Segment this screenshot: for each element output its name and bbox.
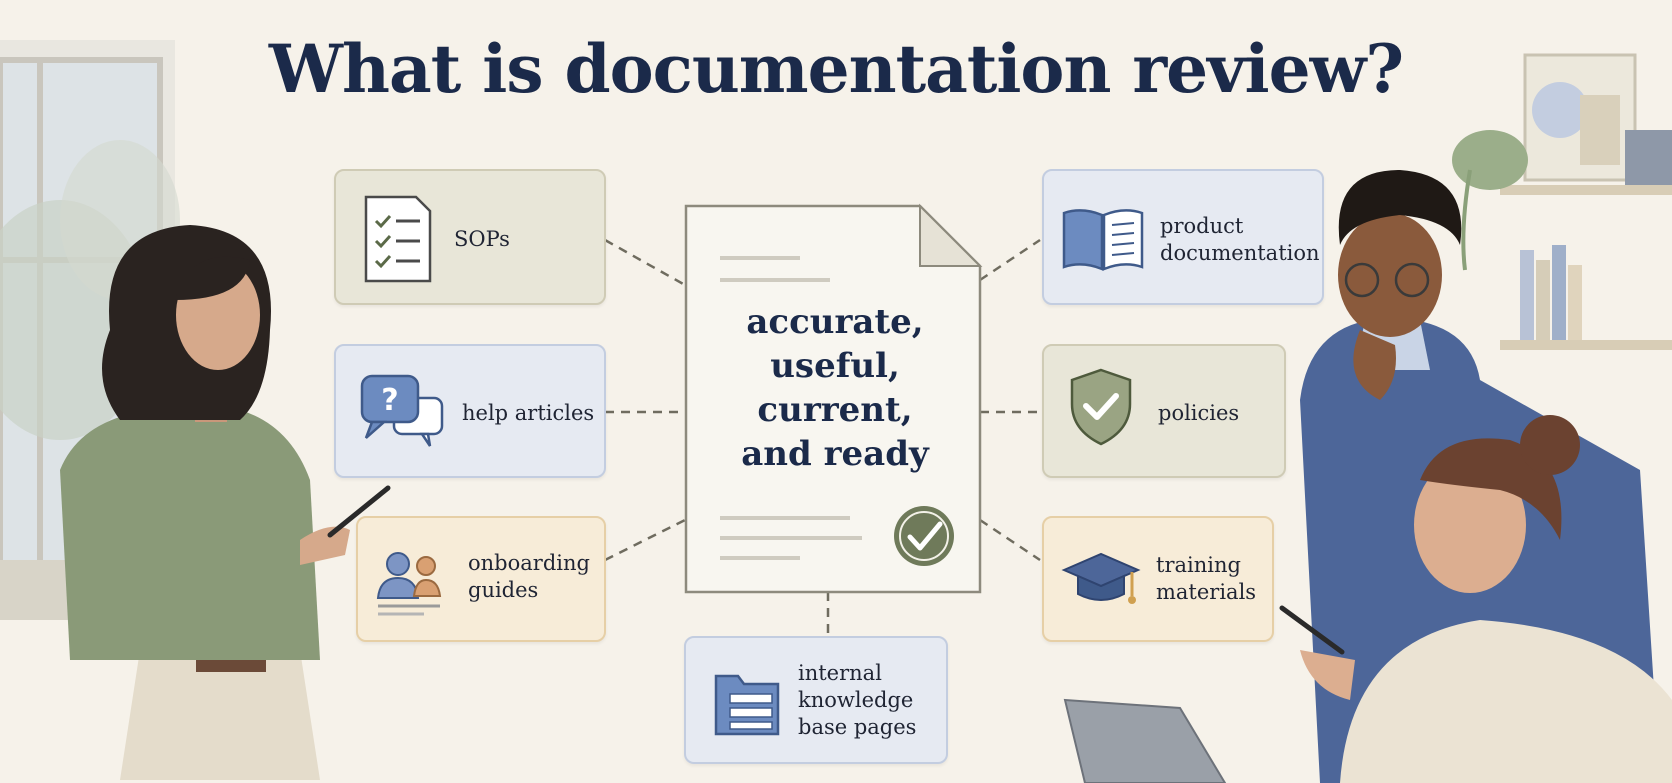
woman-right-figure (1279, 415, 1672, 783)
checklist-icon (364, 195, 432, 283)
connectors (604, 238, 1041, 636)
page-title: What is documentation review? (268, 30, 1404, 108)
folder-icon (714, 674, 780, 736)
bookshelf (1452, 53, 1672, 350)
graduation-cap-icon (1061, 552, 1141, 604)
svg-text:?: ? (381, 383, 398, 418)
center-document-text: accurate, useful, current, and ready (690, 300, 980, 476)
shield-check-icon (1070, 368, 1132, 446)
center-line-4: and ready (741, 434, 929, 474)
people-icon (376, 552, 442, 616)
center-line-1: accurate, (746, 302, 924, 342)
card-help-articles: ? help articles (334, 344, 606, 478)
check-badge-icon (894, 506, 954, 566)
card-policies: policies (1042, 344, 1286, 478)
card-product-documentation: product documentation (1042, 169, 1324, 305)
open-book-icon (1062, 209, 1144, 271)
card-label-product-documentation: product documentation (1160, 214, 1320, 265)
center-line-2: useful, (770, 346, 900, 386)
card-sops: SOPs (334, 169, 606, 305)
card-training-materials: training materials (1042, 516, 1274, 642)
woman-left-figure (60, 225, 391, 780)
center-line-3: current, (757, 390, 913, 430)
laptop (1063, 698, 1227, 783)
card-label-training-materials: training materials (1156, 553, 1257, 604)
card-label-knowledge-base: internal knowledge base pages (798, 661, 917, 739)
center-document (684, 203, 983, 594)
card-onboarding-guides: onboarding guides (356, 516, 606, 642)
card-label-policies: policies (1158, 401, 1240, 425)
card-label-onboarding-guides: onboarding guides (468, 551, 590, 602)
question-chat-icon: ? (360, 374, 444, 447)
card-knowledge-base: internal knowledge base pages (684, 636, 948, 764)
card-label-sops: SOPs (454, 227, 510, 251)
card-label-help-articles: help articles (462, 401, 595, 425)
